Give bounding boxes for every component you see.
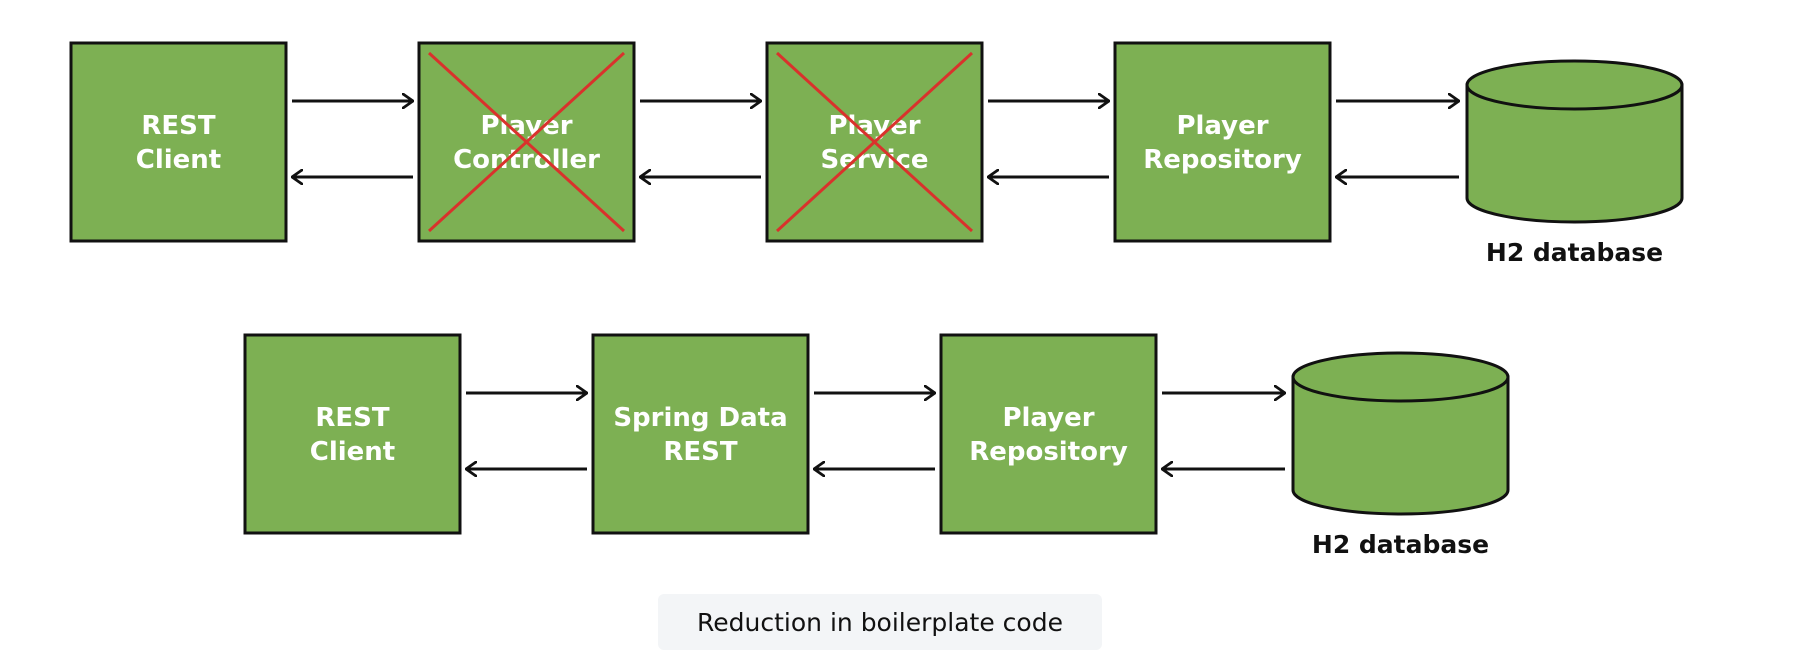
database-cylinder-icon	[1465, 59, 1684, 224]
node-player-controller-label-line-2: Controller	[453, 145, 600, 175]
node-player-repository-box	[939, 333, 1158, 535]
node-player-repository-label-line-1: Player	[1002, 403, 1094, 433]
cross-out-line	[427, 51, 626, 233]
database-label: H2 database	[1312, 530, 1489, 559]
cross-out-line	[775, 51, 974, 233]
database-label: H2 database	[1486, 238, 1663, 267]
node-rest-client: REST Client	[69, 41, 288, 243]
node-player-service-label-line-2: Service	[820, 145, 928, 175]
node-spring-data-rest-label-line-2: REST	[663, 437, 738, 467]
node-player-repository-label-line-2: Repository	[969, 437, 1128, 467]
node-spring-data-rest-label-line-1: Spring Data	[613, 403, 787, 433]
node-rest-client-box	[69, 41, 288, 243]
node-player-service-label-line-1: Player	[828, 111, 920, 141]
database-body	[1465, 83, 1684, 224]
diagram-caption: Reduction in boilerplate code	[658, 594, 1102, 650]
database-top	[1291, 351, 1510, 403]
database-cylinder-icon	[1291, 351, 1510, 516]
node-rest-client-label-line-2: Client	[136, 145, 221, 175]
database-body	[1291, 375, 1510, 516]
node-rest-client-label-line-1: REST	[141, 111, 216, 141]
node-spring-data-rest-box	[591, 333, 810, 535]
database-top	[1465, 59, 1684, 111]
node-player-repository-label-line-1: Player	[1176, 111, 1268, 141]
diagram-row-1: RESTClientPlayerControllerPlayerServiceP…	[69, 41, 1684, 267]
node-player-repository-label-line-2: Repository	[1143, 145, 1302, 175]
node-rest-client-label-line-2: Client	[310, 437, 395, 467]
node-rest-client-box	[243, 333, 462, 535]
node-player-repository-box	[1113, 41, 1332, 243]
node-rest-client: REST Client	[243, 333, 462, 535]
node-rest-client-label-line-1: REST	[315, 403, 390, 433]
node-player-controller-label-line-1: Player	[480, 111, 572, 141]
